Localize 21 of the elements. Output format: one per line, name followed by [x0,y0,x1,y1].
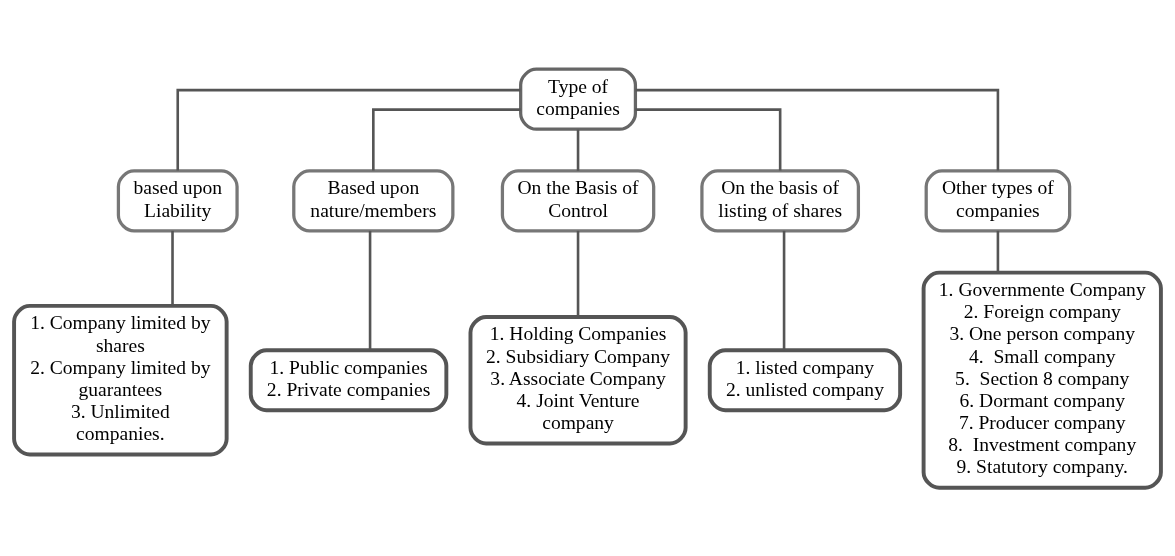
node-box: 1. Public companies 2. Private companies [248,347,449,412]
connector [996,230,1000,272]
node-box: Type of companies [519,67,638,131]
connector [782,230,786,350]
connector [368,230,372,350]
node-box: On the basis of listing of shares [700,168,861,233]
node-box: 1. listed company 2. unlisted company [707,347,903,412]
connector [576,230,580,317]
connector [635,88,1000,171]
connector [635,107,782,170]
node-box: 1. Holding Companies 2. Subsidiary Company 3. Associate Company 4. Joint Venture company [468,314,688,445]
connector [176,88,521,171]
connector [171,230,174,306]
connector [372,107,521,170]
node-box: 1. Company limited by shares 2. Company limited by guarantees 3. Unlimited companies. [12,303,229,456]
connector [576,129,580,171]
node-box: based upon Liability [116,168,239,233]
node-box: Other types of companies [924,168,1072,233]
node-box: Based upon nature/members [292,168,455,233]
node-box: 1. Governmente Company 2. Foreign company 3. One person company 4. Small company 5. Section 8 company 6. Dormant company 7. Producer company 8. Investment company 9. Statutory company. [921,270,1163,490]
node-box: On the Basis of Control [500,168,656,233]
